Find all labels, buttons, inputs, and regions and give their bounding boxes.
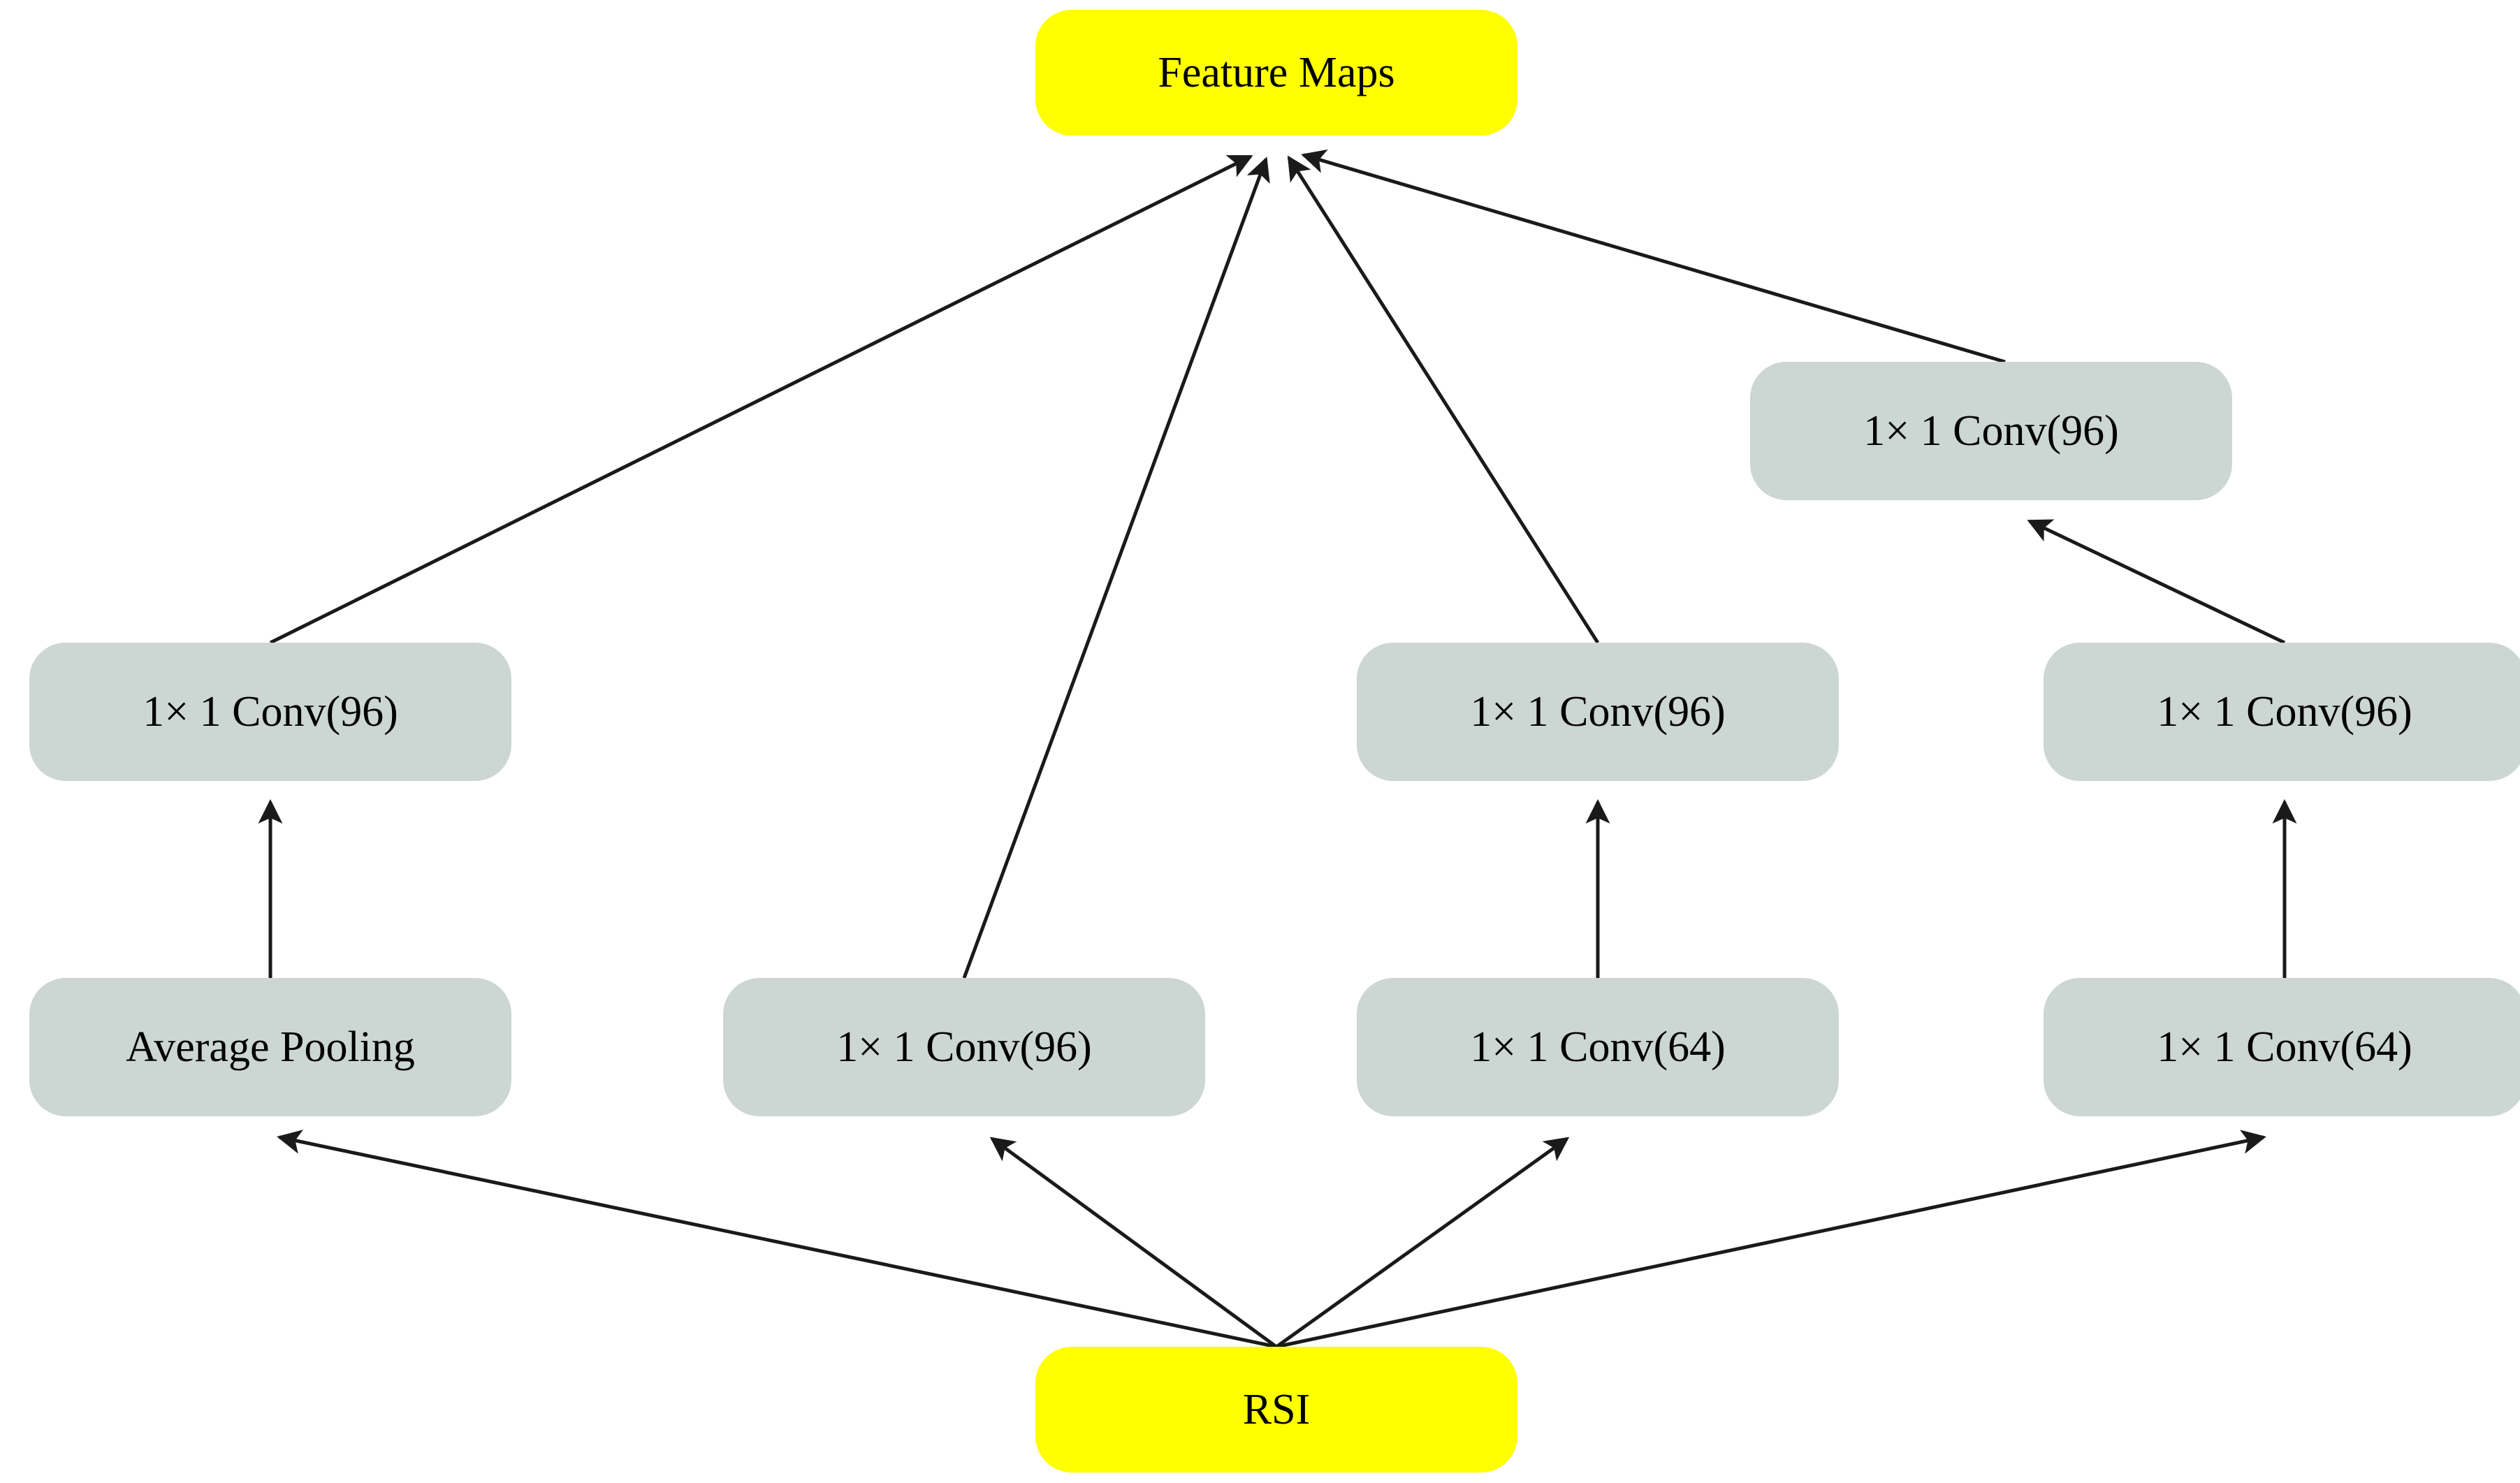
node-average-pooling-label: Average Pooling [126, 1023, 415, 1071]
node-conv64-r3-c3[interactable]: 1× 1 Conv(64) [1357, 978, 1839, 1116]
node-rsi[interactable]: RSI [1035, 1347, 1517, 1473]
node-rsi-label: RSI [1242, 1385, 1311, 1433]
node-conv96-r2-c4[interactable]: 1× 1 Conv(96) [2044, 643, 2520, 781]
node-conv96-r2-c4-label: 1× 1 Conv(96) [2157, 687, 2412, 736]
node-feature-maps-label: Feature Maps [1158, 48, 1395, 96]
node-conv96-r2-c3[interactable]: 1× 1 Conv(96) [1357, 643, 1839, 781]
node-conv96-r3-c2[interactable]: 1× 1 Conv(96) [723, 978, 1205, 1116]
edge-conv96-top-right-to-feature-maps [1301, 149, 2006, 364]
node-conv64-r3-c4[interactable]: 1× 1 Conv(64) [2044, 978, 2520, 1116]
node-feature-maps[interactable]: Feature Maps [1035, 10, 1517, 136]
edge-conv96-r2-c1-to-feature-maps [269, 154, 1253, 645]
edge-rsi-to-conv64-r3-c3 [1275, 1137, 1570, 1349]
node-conv64-r3-c3-label: 1× 1 Conv(64) [1470, 1023, 1726, 1071]
node-conv96-r3-c2-label: 1× 1 Conv(96) [836, 1023, 1092, 1071]
edge-conv96-r3-c2-to-feature-maps [962, 156, 1270, 979]
node-conv96-r2-c1-label: 1× 1 Conv(96) [143, 687, 398, 736]
node-conv96-top-right[interactable]: 1× 1 Conv(96) [1750, 362, 2232, 500]
edge-rsi-to-conv96-r3-c2 [989, 1137, 1278, 1349]
node-average-pooling[interactable]: Average Pooling [29, 978, 511, 1116]
edge-conv96-r2-c3-to-feature-maps [1287, 155, 1600, 644]
node-conv96-r2-c3-label: 1× 1 Conv(96) [1470, 687, 1726, 736]
edge-rsi-to-conv64-r3-c4 [1276, 1130, 2266, 1349]
node-conv96-r2-c1[interactable]: 1× 1 Conv(96) [29, 643, 511, 781]
edge-rsi-to-average-pooling [277, 1130, 1277, 1349]
node-conv96-top-right-label: 1× 1 Conv(96) [1863, 407, 2119, 455]
edge-conv96-r2-c4-to-conv96-top-right [2027, 519, 2286, 645]
node-conv64-r3-c4-label: 1× 1 Conv(64) [2157, 1023, 2412, 1071]
